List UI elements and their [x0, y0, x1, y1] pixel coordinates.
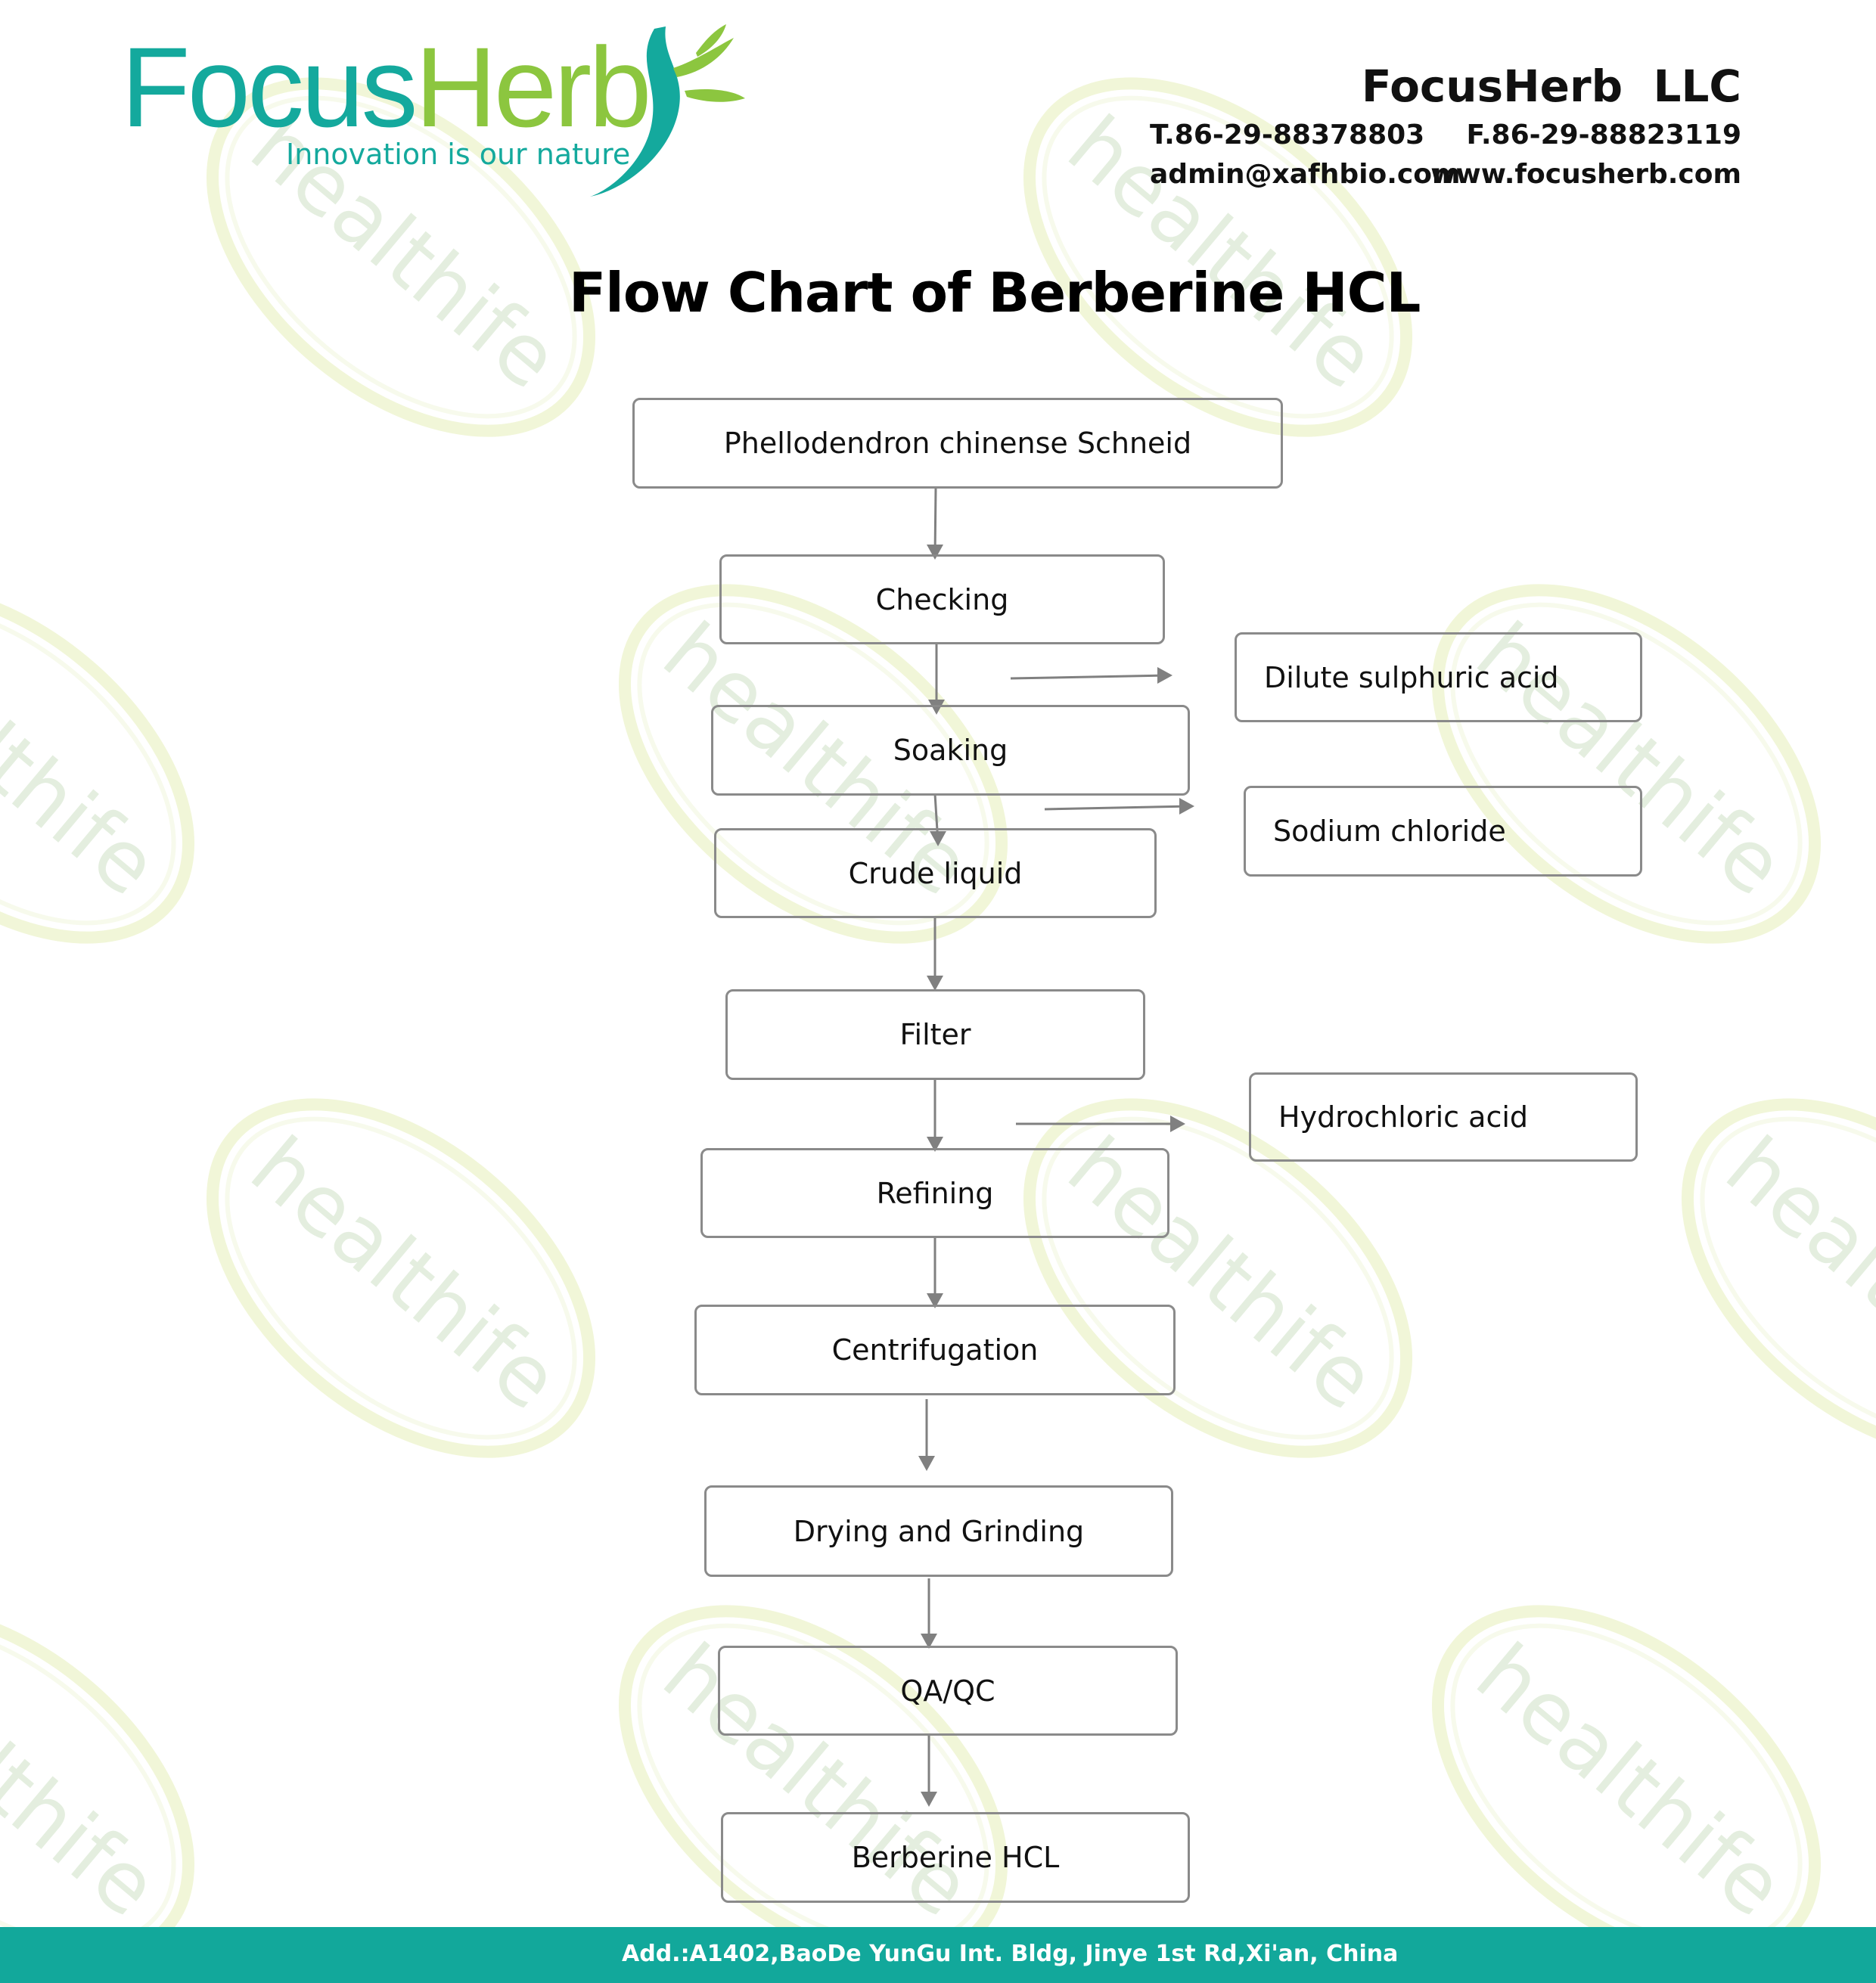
step-checking: Checking [719, 554, 1165, 644]
website-link[interactable]: www.focusherb.com [1430, 159, 1741, 190]
arrowhead [927, 1137, 943, 1152]
arrow-to-sulphuric-acid [1010, 674, 1169, 680]
step-berberine-hcl: Berberine HCL [721, 1812, 1190, 1903]
page-title: Flow Chart of Berberine HCL [569, 261, 1421, 324]
additive-dilute-sulphuric-acid: Dilute sulphuric acid [1235, 632, 1642, 722]
logo-herb-text: Herb [415, 23, 651, 151]
step-drying-grinding: Drying and Grinding [704, 1485, 1173, 1577]
arrowhead [927, 545, 943, 560]
additive-sodium-chloride: Sodium chloride [1244, 786, 1642, 877]
arrowhead [1157, 667, 1172, 684]
additive-hydrochloric-acid: Hydrochloric acid [1249, 1072, 1638, 1162]
logo-tagline: Innovation is our nature [286, 138, 631, 171]
arrowhead [918, 1456, 935, 1471]
arrowhead [928, 700, 945, 715]
arrowhead [921, 1634, 937, 1649]
fax-number: F.86-29-88823119 [1466, 119, 1741, 151]
step-crude-liquid: Crude liquid [714, 828, 1157, 918]
arrowhead [921, 1792, 937, 1807]
arrowhead [1170, 1116, 1185, 1132]
step-soaking: Soaking [711, 705, 1190, 796]
arrow-to-sodium-chloride [1044, 805, 1191, 811]
step-centrifugation: Centrifugation [694, 1305, 1176, 1395]
arrowhead [930, 831, 946, 846]
step-phellodendron: Phellodendron chinense Schneid [632, 398, 1283, 489]
footer-bar [0, 1927, 1876, 1983]
arrowhead [927, 1293, 943, 1308]
logo-leaf-icon [590, 24, 745, 197]
arrowhead [1179, 798, 1194, 815]
step-filter: Filter [725, 989, 1145, 1080]
logo-focus-text: Focus [121, 23, 418, 151]
email-link[interactable]: admin@xafhbio.com [1150, 159, 1461, 190]
phone-number: T.86-29-88378803 [1150, 119, 1425, 151]
footer-address: Add.:A1402,BaoDe YunGu Int. Bldg, Jinye … [622, 1941, 1399, 1967]
step-qaqc: QA/QC [718, 1646, 1178, 1736]
logo-wordmark: FocusHerb [121, 30, 652, 144]
company-name: FocusHerb LLC [1361, 61, 1741, 112]
arrowhead [927, 976, 943, 991]
step-refining: Refining [700, 1148, 1169, 1238]
